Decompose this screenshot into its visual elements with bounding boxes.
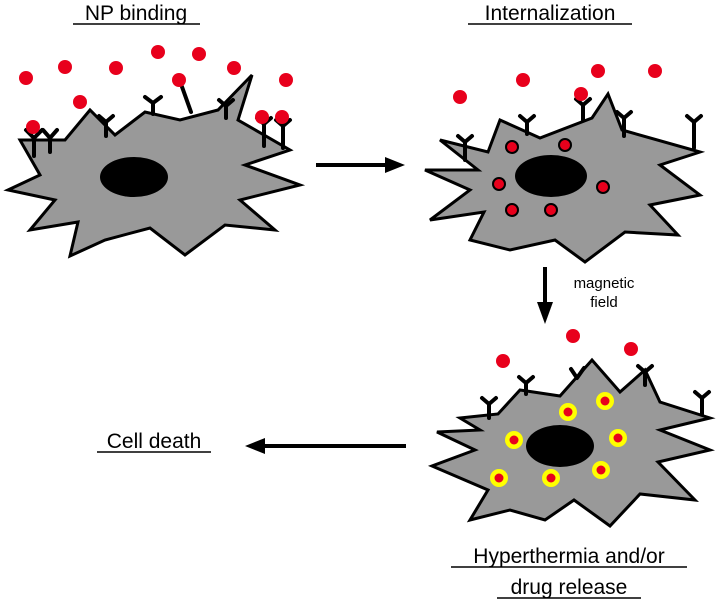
nucleus xyxy=(526,425,594,467)
magnetic-field-label: magnetic field xyxy=(574,275,635,311)
cell-death-label: Cell death xyxy=(107,430,202,453)
cell-internalization xyxy=(424,64,706,264)
outside-nanoparticles xyxy=(496,329,638,368)
stage-label-internalization: Internalization xyxy=(468,2,632,25)
nanoparticles xyxy=(19,45,293,134)
receptors xyxy=(456,97,703,162)
nucleus xyxy=(100,157,168,197)
right-arrow xyxy=(316,157,405,173)
np-binding-label: NP binding xyxy=(85,2,187,25)
outside-nanoparticles xyxy=(453,64,662,104)
internalization-label: Internalization xyxy=(485,2,616,25)
stage-label-treatment: Hyperthermia and/or drug release xyxy=(451,545,687,599)
cell-binding xyxy=(3,45,306,259)
cell-treatment xyxy=(427,329,716,528)
drug-release-label: drug release xyxy=(511,576,628,599)
stage-label-death: Cell death xyxy=(97,430,211,453)
heated-nanoparticles xyxy=(490,392,627,487)
down-arrow xyxy=(537,267,553,324)
stage-label-binding: NP binding xyxy=(73,2,200,25)
internalized-nanoparticles xyxy=(492,138,610,217)
nucleus xyxy=(515,155,587,197)
left-arrow xyxy=(245,438,406,454)
receptors xyxy=(480,364,711,420)
magnetic-label: magnetic xyxy=(574,275,635,292)
hyperthermia-label: Hyperthermia and/or xyxy=(473,545,664,568)
field-label: field xyxy=(590,294,618,311)
